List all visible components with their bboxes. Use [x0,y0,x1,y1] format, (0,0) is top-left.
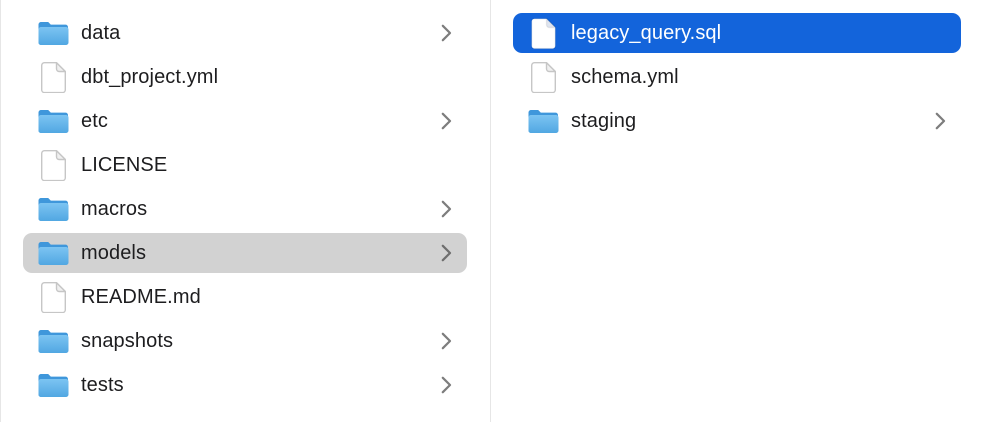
file-label: snapshots [81,329,174,352]
file-label: data [81,21,121,44]
document-icon [525,17,561,49]
file-label: macros [81,197,148,220]
document-icon [35,61,71,93]
chevron-right-icon [437,332,455,350]
document-icon [35,149,71,181]
file-row-dbt-project-yml[interactable]: dbt_project.yml [21,55,469,99]
file-row-tests[interactable]: tests [21,363,469,407]
chevron-right-icon [437,244,455,262]
file-label: etc [81,109,108,132]
folder-icon [525,108,561,135]
file-label: schema.yml [571,65,679,88]
file-label: tests [81,373,124,396]
file-row-legacy-query-sql[interactable]: legacy_query.sql [511,11,963,55]
file-row-readme-md[interactable]: README.md [21,275,469,319]
file-label: legacy_query.sql [571,21,722,44]
chevron-right-icon [437,200,455,218]
file-row-models[interactable]: models [21,231,469,275]
file-label: staging [571,109,637,132]
chevron-right-icon [437,112,455,130]
file-row-etc[interactable]: etc [21,99,469,143]
file-label: README.md [81,285,201,308]
folder-icon [35,20,71,47]
chevron-right-icon [437,376,455,394]
folder-icon [35,240,71,267]
file-label: dbt_project.yml [81,65,219,88]
folder-icon [35,328,71,355]
folder-icon [35,108,71,135]
file-row-macros[interactable]: macros [21,187,469,231]
file-label: LICENSE [81,153,168,176]
file-row-data[interactable]: data [21,11,469,55]
chevron-right-icon [931,112,949,130]
file-row-staging[interactable]: staging [511,99,963,143]
folder-icon [35,196,71,223]
document-icon [35,281,71,313]
file-row-license[interactable]: LICENSE [21,143,469,187]
file-label: models [81,241,147,264]
chevron-right-icon [437,24,455,42]
file-row-snapshots[interactable]: snapshots [21,319,469,363]
file-column-models[interactable]: legacy_query.sql schema.yml staging [491,0,984,422]
folder-icon [35,372,71,399]
file-row-schema-yml[interactable]: schema.yml [511,55,963,99]
document-icon [525,61,561,93]
